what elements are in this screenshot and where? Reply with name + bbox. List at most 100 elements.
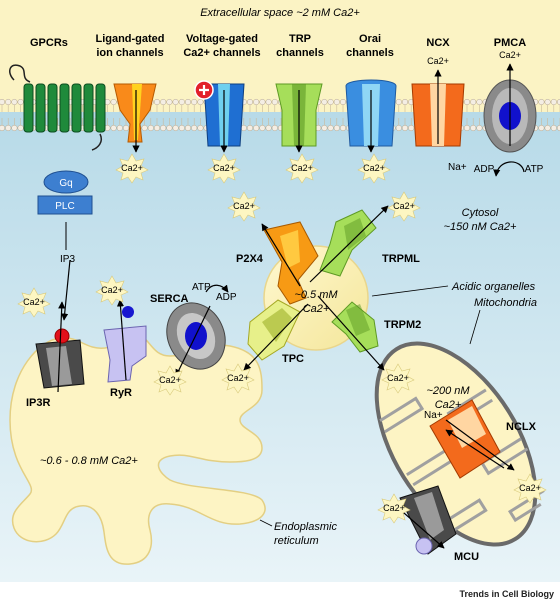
mito-concentration-label-1: ~200 nM xyxy=(426,385,470,397)
lipid-head xyxy=(476,98,483,106)
lipid-head xyxy=(141,124,148,132)
gpcrs-label: GPCRs xyxy=(30,37,68,49)
lipid-head xyxy=(550,124,557,132)
lipid-head xyxy=(5,98,12,106)
ncx-na-label: Na+ xyxy=(448,162,467,173)
ca-label: Ca2+ xyxy=(387,373,409,383)
lipid-head xyxy=(246,124,254,132)
lipid-head xyxy=(184,124,192,132)
lipid-head xyxy=(240,124,247,132)
lipid-head xyxy=(265,124,272,132)
lipid-head xyxy=(327,124,334,132)
lipid-head xyxy=(246,98,254,106)
lipid-head xyxy=(153,98,161,106)
lipid-head xyxy=(333,124,340,132)
lipid-head xyxy=(470,124,477,132)
ca-label: Ca2+ xyxy=(519,483,541,493)
lipid-head xyxy=(408,124,415,132)
ncx-label: NCX xyxy=(426,37,450,49)
ca-label: Ca2+ xyxy=(291,163,313,173)
lipid-head xyxy=(470,98,477,106)
lipid-head xyxy=(265,98,272,106)
lipid-head xyxy=(178,98,185,106)
lipid-head xyxy=(147,124,154,132)
lipid-head xyxy=(17,98,24,106)
trp-channel xyxy=(275,83,323,153)
lipid-head xyxy=(11,98,18,106)
lipid-head xyxy=(333,98,340,106)
pmca-adp-label: ADP xyxy=(474,164,495,175)
acidic-organelles-label: Acidic organelles xyxy=(451,281,536,293)
lipid-head xyxy=(184,98,192,106)
ca-label: Ca2+ xyxy=(23,297,45,307)
p2x4-channel xyxy=(261,221,319,305)
cytosol-label-1: Cytosol xyxy=(462,207,499,219)
lipid-head xyxy=(160,98,167,106)
lipid-head xyxy=(191,124,198,132)
ryr-channel xyxy=(103,299,147,383)
lipid-head xyxy=(327,98,334,106)
lipid-head xyxy=(339,124,347,132)
gq-label: Gq xyxy=(59,178,72,189)
serca-pump xyxy=(166,284,229,377)
ip3-label: IP3 xyxy=(60,254,75,265)
lipid-head xyxy=(395,98,402,106)
lipid-head xyxy=(476,124,483,132)
lipid-head xyxy=(550,98,557,106)
lipid-head xyxy=(321,98,328,106)
lipid-head xyxy=(17,124,24,132)
pmca-label: PMCA xyxy=(494,37,526,49)
plc-enzyme xyxy=(37,195,93,215)
lipid-head xyxy=(463,98,471,106)
orai-channel xyxy=(345,79,397,153)
tpc-channel xyxy=(243,299,309,371)
ip3r-label: IP3R xyxy=(26,397,51,409)
ncx-ca-label: Ca2+ xyxy=(427,56,449,66)
er-name-label-1: Endoplasmic xyxy=(274,521,337,533)
mito-concentration-label-2: Ca2+ xyxy=(435,399,462,411)
lipid-head xyxy=(172,124,179,132)
acidic-concentration-label-2: Ca2+ xyxy=(303,303,330,315)
serca-atp-label: ATP xyxy=(192,282,211,293)
cytosol-label-2: ~150 nM Ca2+ xyxy=(444,221,517,233)
gq-protein xyxy=(43,170,89,194)
er-name-label-2: reticulum xyxy=(274,535,319,547)
lipid-head xyxy=(0,98,6,106)
lipid-head xyxy=(110,98,117,106)
lipid-head xyxy=(0,124,6,132)
ncx-exchanger xyxy=(411,69,465,147)
lipid-head xyxy=(401,98,409,106)
lipid-head xyxy=(197,124,204,132)
lipid-head xyxy=(253,98,260,106)
p2x4-label: P2X4 xyxy=(236,253,264,265)
ip3r-channel xyxy=(35,301,85,393)
lipid-head xyxy=(544,124,551,132)
endoplasmic-reticulum xyxy=(9,331,266,565)
lipid-head xyxy=(166,98,173,106)
mcu-label: MCU xyxy=(454,551,479,563)
ca-label: Ca2+ xyxy=(121,163,143,173)
mcu-channel xyxy=(395,485,457,555)
trpml-channel xyxy=(309,205,389,283)
ca-label: Ca2+ xyxy=(393,201,415,211)
lipid-head xyxy=(253,124,260,132)
serca-adp-label: ADP xyxy=(216,292,237,303)
ca-label: Ca2+ xyxy=(363,163,385,173)
pmca-atp-label: ATP xyxy=(525,164,544,175)
lipid-head xyxy=(178,124,185,132)
lipid-head xyxy=(122,124,130,132)
gpcr-receptor xyxy=(9,64,106,151)
voltage-gated-label-2: Ca2+ channels xyxy=(183,47,260,59)
tpc-label: TPC xyxy=(282,353,304,365)
ncl-x-exchanger xyxy=(429,399,515,479)
ca-label: Ca2+ xyxy=(159,375,181,385)
lipid-head xyxy=(544,98,551,106)
pmca-ca-label: Ca2+ xyxy=(499,50,521,60)
lipid-head xyxy=(172,98,179,106)
ncl-x-name: NCLX xyxy=(506,421,537,433)
credit-label: Trends in Cell Biology xyxy=(459,589,554,599)
ip3-arrow xyxy=(61,259,71,321)
lipid-head xyxy=(11,124,18,132)
plc-label: PLC xyxy=(55,201,74,212)
lipid-head xyxy=(160,124,167,132)
